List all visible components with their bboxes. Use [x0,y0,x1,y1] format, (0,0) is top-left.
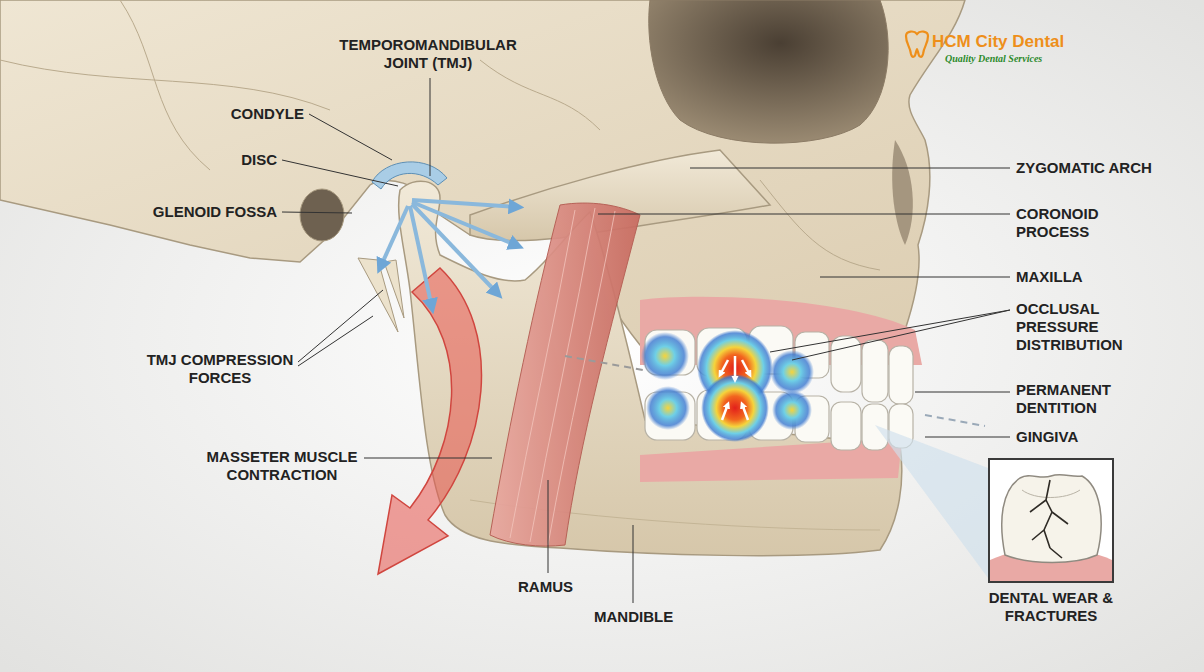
part-label: PERMANENT DENTITION [1016,381,1141,417]
part-label: OCCLUSAL PRESSURE DISTRIBUTION [1016,300,1151,354]
part-label: GINGIVA [1016,428,1136,446]
part-label: MANDIBLE [594,608,714,626]
logo-tagline: Quality Dental Services [945,53,1095,65]
part-label: TMJ COMPRESSION FORCES [130,351,310,387]
part-label: DISC [197,151,277,169]
part-label: ZYGOMATIC ARCH [1016,159,1196,177]
part-label: CORONOID PROCESS [1016,205,1141,241]
inset-caption: DENTAL WEAR & FRACTURES [976,589,1126,625]
part-label: MASSETER MUSCLE CONTRACTION [187,448,377,484]
part-label: TEMPOROMANDIBULAR JOINT (TMJ) [328,36,528,72]
inset-box: DENTAL WEAR & FRACTURES [988,458,1114,583]
part-label: RAMUS [518,578,608,596]
part-label: CONDYLE [184,105,304,123]
part-label: GLENOID FOSSA [107,203,277,221]
part-label: MAXILLA [1016,268,1136,286]
logo-text: HCM City Dental [932,32,1102,52]
